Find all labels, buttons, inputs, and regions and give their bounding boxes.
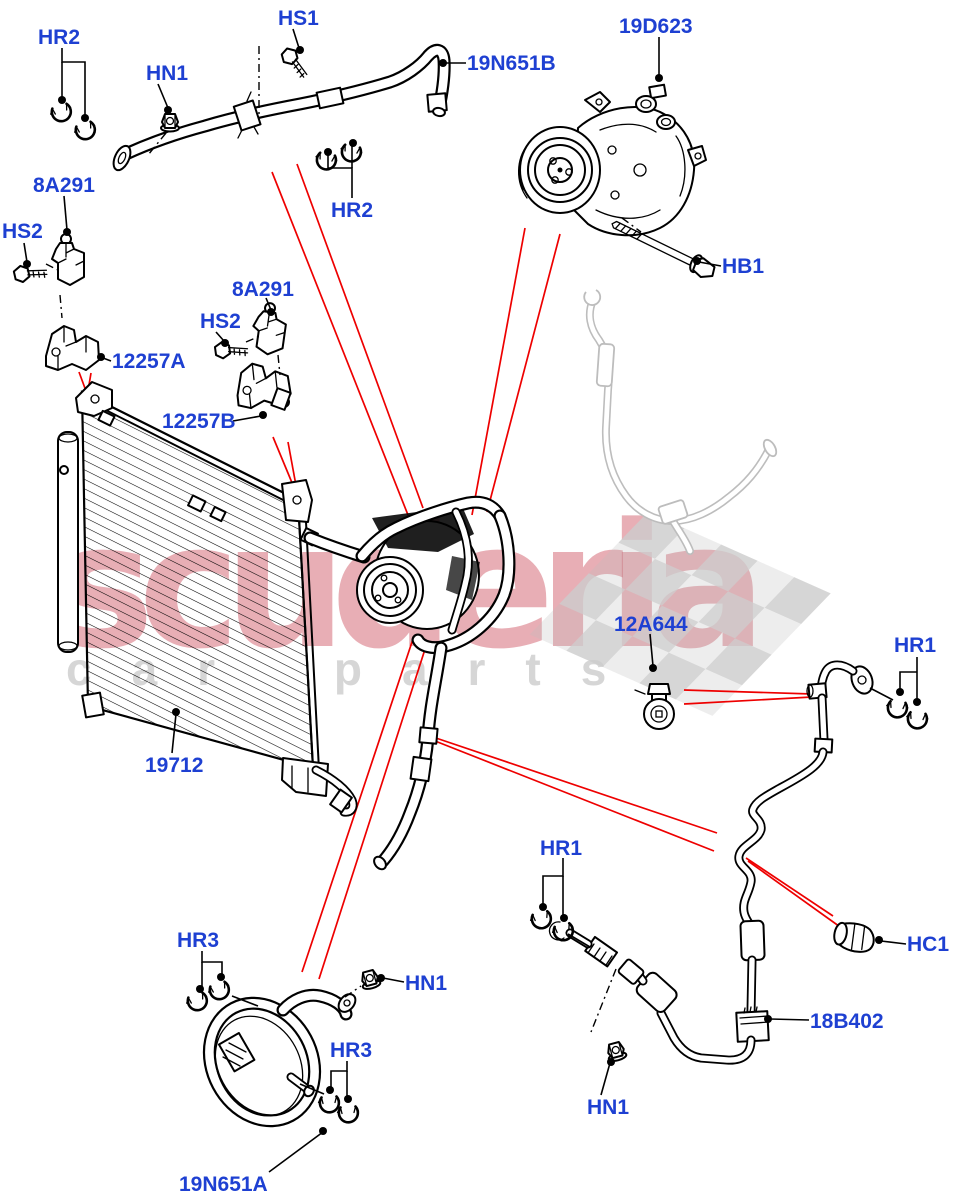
label-hb1[interactable]: HB1: [722, 255, 765, 278]
label-hc1[interactable]: HC1: [907, 933, 950, 956]
leader-dots: [23, 46, 921, 1135]
label-hs1[interactable]: HS1: [278, 7, 319, 30]
label-19d623[interactable]: 19D623: [619, 15, 693, 38]
checkered-flag-watermark: [529, 512, 831, 716]
reference-pipes-drawing: [583, 289, 778, 555]
red-leader-lines: [78, 163, 844, 980]
small-parts: [10, 44, 930, 1124]
label-hr3-top[interactable]: HR3: [177, 929, 220, 952]
label-8a291-left[interactable]: 8A291: [33, 174, 95, 197]
label-8a291-mid[interactable]: 8A291: [232, 278, 294, 301]
label-hn1-top[interactable]: HN1: [146, 62, 189, 85]
label-18b402[interactable]: 18B402: [810, 1010, 884, 1033]
label-hr1-bottom[interactable]: HR1: [540, 837, 583, 860]
label-12a644[interactable]: 12A644: [614, 613, 688, 636]
condenser-drawing: [57, 381, 358, 817]
installed-compressor-drawing: [303, 495, 516, 871]
label-hr3-bottom[interactable]: HR3: [330, 1039, 373, 1062]
compressor-drawing: [518, 83, 707, 237]
right-hose-drawing: [548, 660, 874, 1065]
label-19n651a[interactable]: 19N651A: [179, 1173, 268, 1196]
label-19712[interactable]: 19712: [145, 754, 204, 777]
label-12257a[interactable]: 12257A: [112, 350, 186, 373]
label-hs2-left[interactable]: HS2: [2, 220, 43, 243]
label-hr2-top[interactable]: HR2: [38, 26, 81, 49]
label-hs2-mid[interactable]: HS2: [200, 310, 241, 333]
label-hr2-mid[interactable]: HR2: [331, 199, 374, 222]
label-hn1-bot-right[interactable]: HN1: [587, 1096, 630, 1119]
label-hr1-right[interactable]: HR1: [894, 634, 937, 657]
black-leader-lines: [23, 28, 921, 1173]
label-hn1-bot-left[interactable]: HN1: [405, 972, 448, 995]
label-19n651b[interactable]: 19N651B: [467, 52, 556, 75]
label-12257b[interactable]: 12257B: [162, 410, 236, 433]
loop-hose-drawing: [202, 988, 357, 1128]
